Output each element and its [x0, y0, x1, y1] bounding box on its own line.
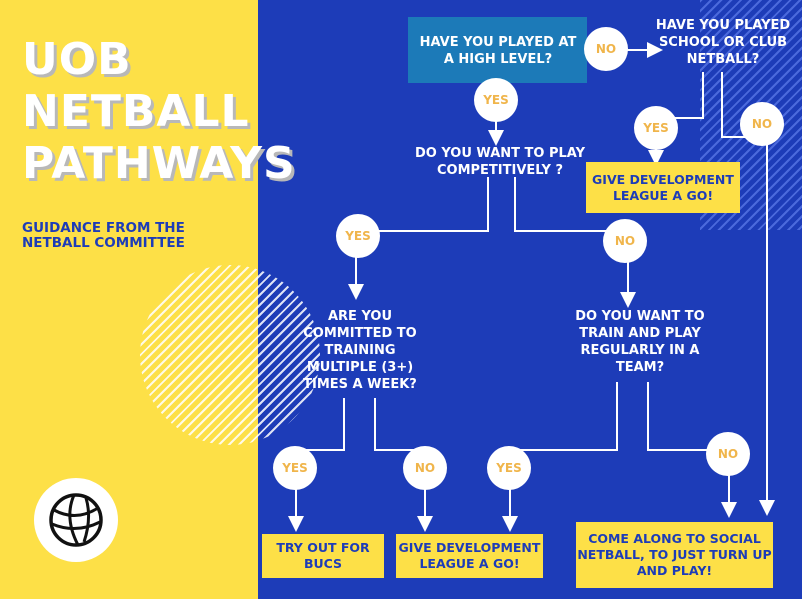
outcome-development-bottom: GIVE DEVELOPMENT LEAGUE A GO!	[396, 534, 543, 578]
answer-no: NO	[403, 446, 447, 490]
subtitle: GUIDANCE FROM THE NETBALL COMMITTEE	[22, 221, 185, 251]
hatch-decoration	[140, 265, 320, 445]
answer-no: NO	[740, 102, 784, 146]
question-committed: ARE YOU COMMITTED TO TRAINING MULTIPLE (…	[303, 309, 417, 392]
highlight-box	[408, 17, 587, 83]
answer-no: NO	[584, 27, 628, 71]
answer-yes: YES	[634, 106, 678, 150]
title-line: PATHWAYS	[22, 138, 296, 189]
answer-yes: YES	[474, 78, 518, 122]
outcome-social: COME ALONG TO SOCIAL NETBALL, TO JUST TU…	[576, 522, 773, 588]
answer-no: NO	[706, 432, 750, 476]
answer-yes: YES	[487, 446, 531, 490]
question-high-level: HAVE YOU PLAYED AT A HIGH LEVEL?	[419, 35, 577, 67]
question-competitive: DO YOU WANT TO PLAY COMPETITIVELY ?	[414, 146, 586, 178]
answer-yes: YES	[273, 446, 317, 490]
outcome-development-top: GIVE DEVELOPMENT LEAGUE A GO!	[586, 162, 740, 213]
title-line: NETBALL	[22, 86, 250, 137]
question-regular: DO YOU WANT TO TRAIN AND PLAY REGULARLY …	[575, 309, 705, 375]
outcome-bucs: TRY OUT FOR BUCS	[262, 534, 384, 578]
answer-no: NO	[603, 219, 647, 263]
question-school-club: HAVE YOU PLAYED SCHOOL OR CLUB NETBALL?	[655, 18, 791, 67]
subtitle-line: NETBALL COMMITTEE	[22, 235, 185, 251]
page-title: UOB NETBALL PATHWAYS	[22, 34, 296, 190]
subtitle-line: GUIDANCE FROM THE	[22, 220, 185, 236]
title-line: UOB	[22, 34, 132, 85]
answer-yes: YES	[336, 214, 380, 258]
netball-icon	[34, 478, 118, 562]
